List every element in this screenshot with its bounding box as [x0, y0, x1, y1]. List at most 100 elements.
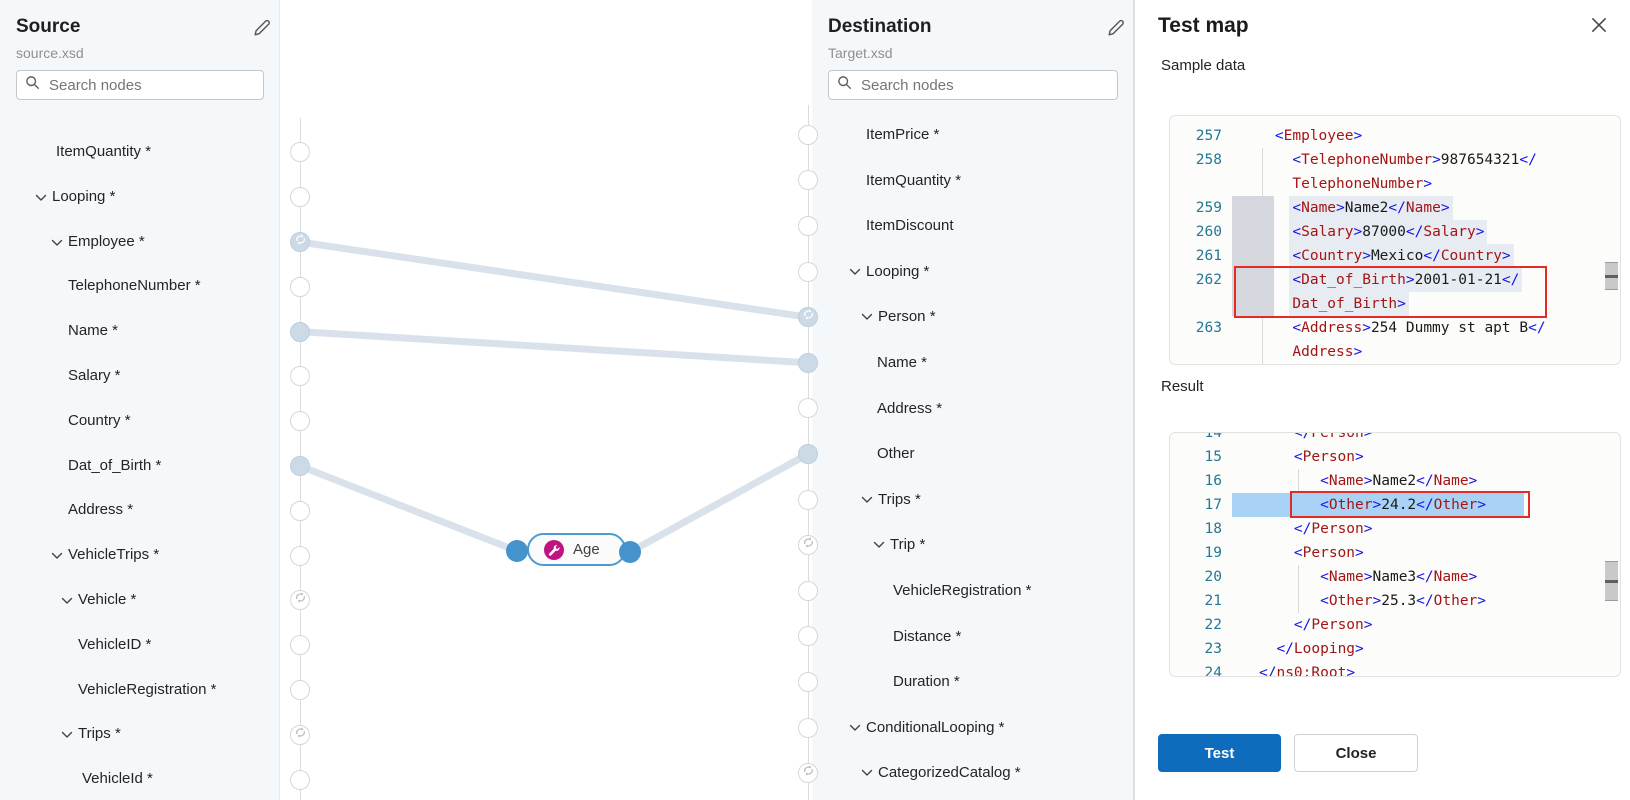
- tree-item-trips[interactable]: Trips *: [0, 712, 279, 757]
- chevron-down-icon[interactable]: [849, 721, 861, 733]
- tree-item-address[interactable]: Address *: [812, 386, 1133, 432]
- connection-port-categorizedcatalog[interactable]: [798, 763, 818, 784]
- tree-item-vehicletrips[interactable]: VehicleTrips *: [0, 533, 279, 578]
- source-search-input[interactable]: [47, 75, 255, 95]
- tree-item-country[interactable]: Country *: [0, 399, 279, 444]
- test-button[interactable]: Test: [1158, 734, 1281, 772]
- chevron-down-icon[interactable]: [61, 594, 73, 606]
- connection-port-vehicletrips[interactable]: [290, 545, 310, 566]
- tree-item-vehicleid[interactable]: VehicleID *: [0, 623, 279, 668]
- connection-port-itemquantity[interactable]: [290, 142, 310, 163]
- tree-item-other[interactable]: Other: [812, 431, 1133, 477]
- tree-item-itemdiscount[interactable]: ItemDiscount: [812, 203, 1133, 249]
- connection-port-itemprice[interactable]: [798, 124, 818, 145]
- connection-port-name[interactable]: [290, 321, 310, 342]
- tree-item-trips[interactable]: Trips *: [812, 477, 1133, 523]
- code-text: <Salary>87000</Salary>: [1289, 220, 1488, 244]
- connection-port-looping[interactable]: [290, 187, 310, 208]
- sample-data-code-editor[interactable]: 257<Employee>258<TelephoneNumber>9876543…: [1169, 115, 1621, 365]
- wrench-icon: [544, 540, 564, 560]
- connection-port-trips[interactable]: [290, 724, 310, 745]
- code-line: 263<Address>254 Dummy st apt B</: [1170, 316, 1620, 340]
- tree-item-looping[interactable]: Looping *: [812, 249, 1133, 295]
- connection-port-itemquantity[interactable]: [798, 170, 818, 191]
- destination-search-box[interactable]: [828, 70, 1118, 100]
- connection-port-duration[interactable]: [798, 672, 818, 692]
- tree-item-name[interactable]: Name *: [812, 340, 1133, 386]
- chevron-down-icon[interactable]: [51, 236, 63, 248]
- connection-port-employee[interactable]: [290, 232, 310, 252]
- tree-item-salary[interactable]: Salary *: [0, 354, 279, 399]
- tree-item-label: Employee *: [68, 232, 145, 250]
- gutter-highlight: [1232, 220, 1274, 244]
- chevron-down-icon[interactable]: [35, 191, 47, 203]
- chevron-down-icon[interactable]: [51, 549, 63, 561]
- tree-item-duration[interactable]: Duration *: [812, 659, 1133, 705]
- connection-port-other[interactable]: [798, 444, 818, 464]
- tree-item-address[interactable]: Address *: [0, 488, 279, 533]
- tree-item-person[interactable]: Person *: [812, 294, 1133, 340]
- age-function-output-handle[interactable]: [619, 541, 641, 563]
- connection-port-address[interactable]: [290, 500, 310, 521]
- age-function-node[interactable]: Age: [527, 533, 626, 566]
- source-search-box[interactable]: [16, 70, 264, 100]
- chevron-down-icon[interactable]: [849, 265, 861, 277]
- tree-item-label: ItemQuantity *: [56, 143, 152, 160]
- connection-port-telephonenumber[interactable]: [290, 276, 310, 297]
- connection-port-vehicleregistration[interactable]: [798, 580, 818, 601]
- code-text: <TelephoneNumber>987654321</: [1292, 152, 1537, 168]
- edit-destination-button[interactable]: [1104, 17, 1128, 41]
- code-text: </Looping>: [1276, 641, 1364, 657]
- close-panel-button[interactable]: [1586, 13, 1612, 39]
- tree-item-itemprice[interactable]: ItemPrice *: [812, 112, 1133, 158]
- chevron-down-icon[interactable]: [873, 538, 885, 550]
- tree-item-distance[interactable]: Distance *: [812, 614, 1133, 660]
- tree-item-name[interactable]: Name *: [0, 309, 279, 354]
- connection-port-address[interactable]: [798, 398, 818, 419]
- tree-item-categorizedcatalog[interactable]: CategorizedCatalog *: [812, 750, 1133, 796]
- connection-port-vehicle[interactable]: [290, 590, 310, 611]
- connection-port-trips[interactable]: [798, 489, 818, 510]
- connection-port-looping[interactable]: [798, 261, 818, 282]
- tree-item-vehicleregistration[interactable]: VehicleRegistration *: [0, 668, 279, 713]
- edit-source-button[interactable]: [250, 17, 274, 41]
- connection-port-name[interactable]: [798, 352, 818, 373]
- tree-item-trip[interactable]: Trip *: [812, 522, 1133, 568]
- chevron-down-icon[interactable]: [861, 493, 873, 505]
- tree-item-itemquantity[interactable]: ItemQuantity *: [0, 130, 279, 175]
- code-line: 258<TelephoneNumber>987654321</: [1170, 148, 1620, 172]
- close-button[interactable]: Close: [1294, 734, 1418, 772]
- code-text: <Dat_of_Birth>2001-01-21</: [1289, 268, 1523, 292]
- tree-item-vehicleid[interactable]: VehicleId *: [0, 757, 279, 800]
- chevron-down-icon[interactable]: [61, 728, 73, 740]
- code-text: <Name>Name3</Name>: [1320, 569, 1478, 585]
- result-code-editor[interactable]: 14</Person>15<Person>16<Name>Name2</Name…: [1169, 432, 1621, 677]
- tree-item-label: ItemDiscount: [866, 217, 954, 235]
- connection-port-distance[interactable]: [798, 626, 818, 647]
- tree-item-employee[interactable]: Employee *: [0, 220, 279, 265]
- connection-port-vehicleregistration[interactable]: [290, 680, 310, 700]
- tree-item-vehicleregistration[interactable]: VehicleRegistration *: [812, 568, 1133, 614]
- connection-port-itemdiscount[interactable]: [798, 216, 818, 236]
- connection-port-salary[interactable]: [290, 366, 310, 387]
- tree-item-dat-of-birth[interactable]: Dat_of_Birth *: [0, 444, 279, 489]
- tree-item-itemquantity[interactable]: ItemQuantity *: [812, 158, 1133, 204]
- connection-port-conditionallooping[interactable]: [798, 717, 818, 738]
- tree-item-conditionallooping[interactable]: ConditionalLooping *: [812, 705, 1133, 751]
- tree-item-telephonenumber[interactable]: TelephoneNumber *: [0, 264, 279, 309]
- connection-port-dat-of-birth[interactable]: [290, 456, 310, 476]
- destination-search-input[interactable]: [859, 75, 1109, 95]
- chevron-down-icon[interactable]: [861, 766, 873, 778]
- code-line: 23</Looping>: [1170, 637, 1620, 661]
- tree-item-looping[interactable]: Looping *: [0, 175, 279, 220]
- line-number: 24: [1204, 665, 1222, 677]
- age-function-input-handle[interactable]: [506, 540, 528, 562]
- code-text: </ns0:Root>: [1259, 665, 1356, 677]
- tree-item-vehicle[interactable]: Vehicle *: [0, 578, 279, 623]
- chevron-down-icon[interactable]: [861, 310, 873, 322]
- code-text: </Person>: [1293, 432, 1373, 441]
- connection-port-vehicleid[interactable]: [290, 635, 310, 656]
- connection-port-vehicleid[interactable]: [290, 769, 310, 790]
- source-panel-title: Source: [16, 16, 81, 37]
- connection-port-country[interactable]: [290, 411, 310, 432]
